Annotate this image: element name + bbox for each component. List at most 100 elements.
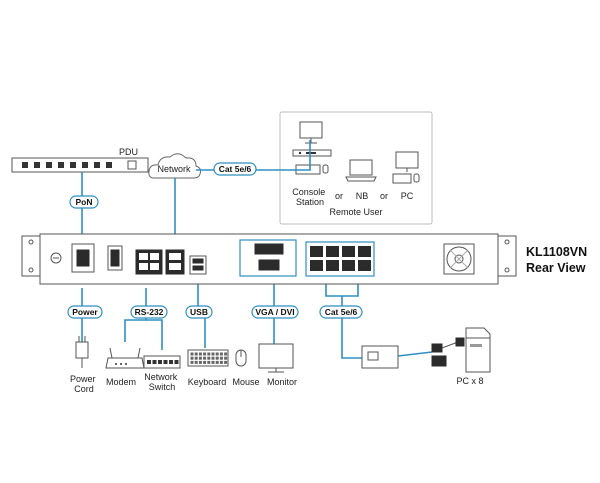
pdu-outlet: [22, 162, 28, 168]
console-station-label: Console Station: [292, 187, 328, 207]
keyboard-icon: [187, 349, 229, 367]
view-title: Rear View: [526, 261, 586, 275]
svg-text:USB: USB: [190, 307, 208, 317]
svg-text:Cat 5e/6: Cat 5e/6: [219, 164, 252, 174]
tag-usb: USB: [185, 305, 213, 319]
pdu-outlet: [46, 162, 52, 168]
tag-vga-dvi: VGA / DVI: [251, 305, 299, 319]
remote-pc-icon: [392, 151, 420, 184]
kvm-port: [310, 246, 323, 257]
pdu-outlet: [94, 162, 100, 168]
lan-ports: [165, 249, 185, 275]
svg-text:Power: Power: [72, 307, 98, 317]
keyboard-key: [219, 356, 223, 360]
keyboard-key: [203, 352, 207, 356]
monitor-label: Monitor: [267, 377, 297, 387]
pdu-outlet: [82, 162, 88, 168]
target-pc-icon: [465, 327, 491, 373]
tag-cat-top: Cat 5e/6: [213, 162, 257, 176]
or-label-2: or: [380, 191, 388, 201]
switch-port: [158, 360, 162, 364]
switch-port: [169, 360, 173, 364]
keyboard-key: [215, 360, 219, 364]
remote-user-label: Remote User: [329, 207, 382, 217]
keyboard-key: [219, 360, 223, 364]
keyboard-key: [215, 356, 219, 360]
switch-port: [163, 360, 168, 364]
pdu-device: [11, 157, 149, 173]
kvm-cat5-ports: [305, 241, 375, 277]
kvm-port: [358, 260, 371, 271]
vga-dvi-ports: [239, 239, 297, 277]
keyboard-key: [194, 352, 198, 356]
power-inlet: [71, 243, 95, 273]
kvm-rear-panel: [21, 233, 517, 285]
pc-label: PC: [401, 191, 414, 201]
keyboard-key: [215, 352, 219, 356]
power-switch: [107, 245, 123, 271]
network-switch-label: Network Switch: [144, 372, 180, 392]
kvm-port: [342, 246, 355, 257]
usb-ports: [189, 255, 207, 275]
pdu-outlet: [106, 162, 112, 168]
keyboard-key: [224, 352, 228, 356]
modem-label: Modem: [106, 377, 136, 387]
keyboard-key: [198, 352, 202, 356]
keyboard-key: [207, 356, 211, 360]
network-cloud-icon: [148, 153, 201, 179]
rs232-ports: [135, 249, 163, 275]
svg-text:PoN: PoN: [76, 197, 93, 207]
nb-label: NB: [356, 191, 369, 201]
keyboard-key: [203, 360, 207, 364]
tag-power: Power: [67, 305, 103, 319]
keyboard-key: [224, 356, 228, 360]
keyboard-key: [207, 360, 211, 364]
pdu-outlet: [34, 162, 40, 168]
fan-icon: [443, 243, 475, 275]
or-label-1: or: [335, 191, 343, 201]
keyboard-key: [211, 360, 215, 364]
switch-port: [147, 360, 151, 364]
keyboard-key: [198, 360, 202, 364]
notebook-icon: [345, 159, 377, 182]
keyboard-key: [211, 356, 215, 360]
keyboard-key: [207, 352, 211, 356]
network-switch-icon: [143, 355, 181, 369]
switch-port: [152, 360, 157, 364]
keyboard-key: [194, 360, 198, 364]
keyboard-key: [194, 356, 198, 360]
svg-text:Cat 5e/6: Cat 5e/6: [325, 307, 358, 317]
remote-user-panel: Console Station or NB or PC Remote User: [279, 111, 433, 225]
model-title: KL1108VN: [526, 245, 587, 259]
kvm-cpu-module-icon: [361, 337, 465, 369]
modem-icon: [105, 347, 145, 369]
tag-cat-bottom: Cat 5e/6: [319, 305, 363, 319]
pdu-outlet: [70, 162, 76, 168]
keyboard-label: Keyboard: [188, 377, 227, 387]
mouse-icon: [235, 349, 247, 367]
keyboard-key: [203, 356, 207, 360]
svg-text:VGA / DVI: VGA / DVI: [255, 307, 294, 317]
monitor-icon: [258, 343, 294, 373]
tag-rs232: RS-232: [130, 305, 168, 319]
keyboard-key: [190, 356, 194, 360]
keyboard-key: [190, 352, 194, 356]
kvm-port: [326, 260, 339, 271]
svg-text:RS-232: RS-232: [135, 307, 164, 317]
power-cord-icon: [75, 336, 89, 368]
pdu-label: PDU: [119, 147, 138, 157]
keyboard-key: [198, 356, 202, 360]
kvm-port: [342, 260, 355, 271]
keyboard-key: [211, 352, 215, 356]
kvm-port: [310, 260, 323, 271]
kvm-port: [358, 246, 371, 257]
keyboard-key: [190, 360, 194, 364]
keyboard-key: [219, 352, 223, 356]
pc-x8-label: PC x 8: [456, 376, 483, 386]
pdu-outlet: [58, 162, 64, 168]
mouse-label: Mouse: [232, 377, 259, 387]
keyboard-key: [224, 360, 228, 364]
tag-pon: PoN: [69, 195, 99, 209]
kvm-port: [326, 246, 339, 257]
